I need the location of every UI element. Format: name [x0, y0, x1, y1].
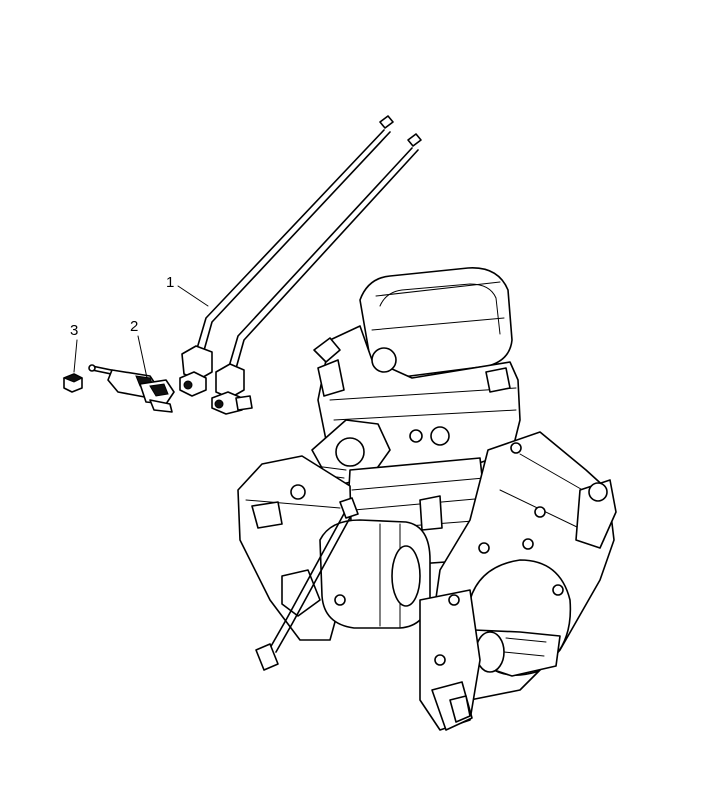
callout-label-2: 2 — [130, 318, 138, 335]
engine-assembly — [237, 267, 617, 731]
callout-2: 2 — [130, 318, 148, 379]
callout-3: 3 — [70, 322, 78, 373]
fuel-hose-assembly[interactable] — [179, 115, 422, 415]
callout-label-3: 3 — [70, 322, 78, 339]
callout-label-1: 1 — [166, 274, 174, 291]
cap-nut[interactable] — [62, 373, 84, 393]
fuel-hose-left — [179, 115, 394, 397]
fuel-rail-injector[interactable] — [88, 364, 175, 413]
fuel-hose-right — [211, 133, 422, 415]
callout-1: 1 — [166, 274, 209, 307]
